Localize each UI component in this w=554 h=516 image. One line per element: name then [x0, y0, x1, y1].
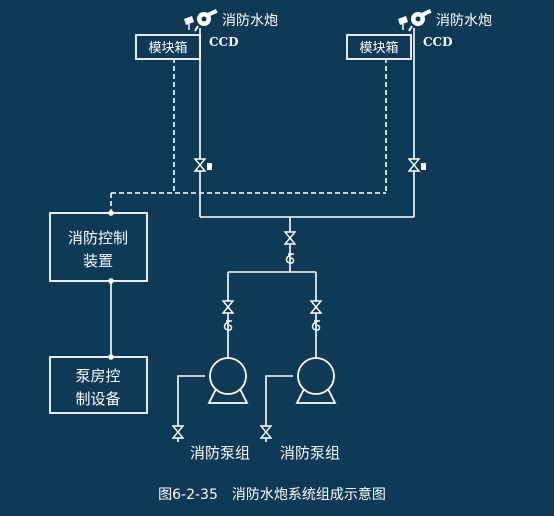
- flow-switch-icon: [207, 163, 212, 170]
- module-box-label: 模块箱: [359, 40, 398, 56]
- cannon-label: 消防水炮: [436, 13, 492, 29]
- ccd-label: CCD: [423, 35, 453, 49]
- flow-switch-icon: [421, 163, 426, 170]
- gate-valve-icon: [408, 158, 420, 172]
- fire-control-device-box: 消防控制 装置: [49, 212, 148, 282]
- water-pipes: [177, 28, 415, 442]
- control-lines: [110, 58, 387, 213]
- figure-caption: 图6-2-35 消防水炮系统组成示意图: [158, 486, 386, 503]
- cannon-left: 消防水炮 CCD 模块箱: [135, 9, 278, 172]
- cannon-right: 消防水炮 CCD 模块箱: [346, 9, 492, 172]
- module-box: [135, 34, 201, 60]
- pump-right-gate-valve-icon: [310, 300, 322, 314]
- water-cannon-icon: [408, 9, 432, 32]
- pump-left-gate-valve-icon: [222, 300, 234, 314]
- module-box-label: 模块箱: [148, 40, 187, 56]
- control-box-line1: 消防控制: [68, 229, 128, 247]
- pump-right-label: 消防泵组: [280, 444, 340, 462]
- control-box-line2: 装置: [83, 252, 113, 270]
- ccd-camera-icon: [398, 16, 408, 30]
- module-box: [346, 34, 412, 60]
- cannon-label: 消防水炮: [222, 13, 278, 29]
- ccd-camera-icon: [184, 16, 194, 30]
- water-cannon-icon: [194, 9, 218, 32]
- pump-right-icon: [295, 357, 337, 404]
- pump-right-suction-valve-icon: [260, 425, 272, 439]
- pump-room-control-box: 泵房控 制设备: [49, 356, 148, 414]
- pump-left-icon: [207, 357, 249, 404]
- pump-left-suction-valve-icon: [172, 425, 184, 439]
- ccd-label: CCD: [209, 35, 239, 49]
- pump-room-box-line1: 泵房控: [75, 367, 120, 385]
- pump-left-label: 消防泵组: [190, 444, 250, 462]
- gate-valve-icon: [194, 158, 206, 172]
- main-gate-valve-icon: [284, 231, 296, 245]
- pump-room-box-line2: 制设备: [75, 390, 120, 408]
